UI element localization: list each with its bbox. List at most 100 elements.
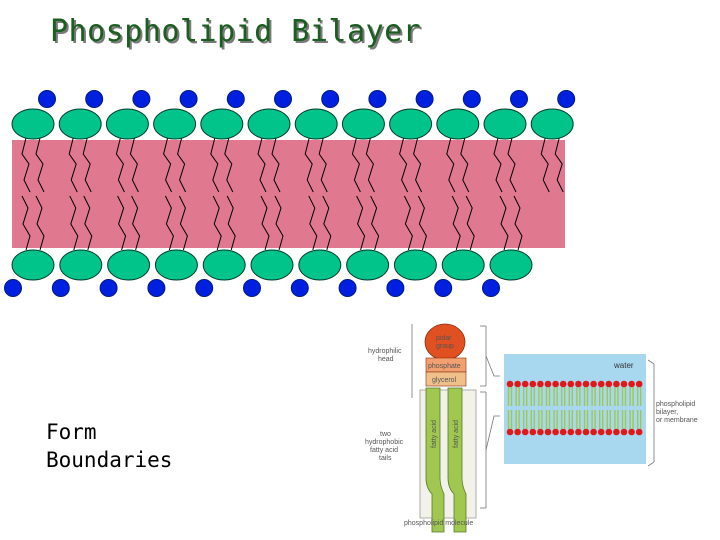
fatty-acid-tail xyxy=(399,137,409,193)
fatty-acid-tail xyxy=(413,137,423,193)
polar-head xyxy=(107,249,151,281)
mini-tail xyxy=(523,410,528,429)
polar-head xyxy=(341,108,385,140)
bilayer-label-1: phospholipid xyxy=(656,401,695,408)
mini-head xyxy=(506,380,514,388)
hydrophobic-label-1: two xyxy=(380,431,391,438)
mini-head xyxy=(567,428,575,436)
fatty-acid-tail xyxy=(318,137,328,193)
fatty-acid-tail xyxy=(304,137,314,193)
fatty-acid-tail xyxy=(271,137,281,193)
polar-head xyxy=(298,249,342,281)
mini-tail xyxy=(523,387,528,406)
mini-tail xyxy=(637,387,642,406)
mini-tail xyxy=(599,387,604,406)
mini-head xyxy=(635,428,643,436)
fatty-acid-tail xyxy=(451,195,461,251)
phosphate-dot xyxy=(99,279,118,297)
mini-head xyxy=(628,380,635,388)
fatty-acid-tail xyxy=(129,137,139,193)
mini-head xyxy=(514,428,521,436)
fatty-acid-tail xyxy=(260,195,270,251)
mini-tail xyxy=(591,387,596,406)
polar-head xyxy=(11,108,55,140)
bottom-phosphate-dots xyxy=(4,279,500,297)
mini-tail xyxy=(576,410,581,429)
mini-tail xyxy=(538,387,543,406)
mini-tail xyxy=(507,410,513,429)
fatty-acid-tails xyxy=(21,137,564,251)
phosphate-dot xyxy=(321,90,340,108)
fatty-acid-tail xyxy=(68,137,78,193)
fatty-acid-tail xyxy=(499,195,509,251)
mini-head xyxy=(559,428,567,436)
mini-tail xyxy=(515,387,520,406)
fatty-acid-tail xyxy=(308,195,318,251)
fatty-acid-tail xyxy=(351,137,361,193)
mini-head xyxy=(575,428,582,436)
phosphate-dot xyxy=(38,90,56,108)
top-phosphate-dots xyxy=(38,90,576,108)
mini-head xyxy=(605,428,613,436)
bilayer-diagram xyxy=(4,90,576,297)
fatty-acid-tail xyxy=(83,195,93,251)
polar-head xyxy=(346,249,390,281)
mini-head xyxy=(582,428,590,436)
phosphate-dot xyxy=(557,90,576,108)
mini-tail xyxy=(583,387,589,406)
mini-tail xyxy=(629,410,634,429)
top-polar-heads xyxy=(11,108,574,140)
phosphate-dot xyxy=(434,279,453,297)
phosphate-dot xyxy=(338,279,357,297)
fatty-acid-tail xyxy=(117,195,127,251)
polar-head xyxy=(436,108,480,140)
fatty-acid-tail xyxy=(417,195,427,251)
polar-head xyxy=(483,108,527,140)
fatty-acid-tail xyxy=(257,137,267,193)
fatty-acid-tail xyxy=(507,137,517,193)
phosphate-dot xyxy=(226,90,245,108)
fatty-acid-tail xyxy=(115,137,125,193)
fatty-acid-tail xyxy=(21,137,31,193)
polar-head xyxy=(59,249,103,281)
phosphate-dot xyxy=(51,279,70,297)
mini-tail xyxy=(606,410,611,429)
mini-head xyxy=(613,380,620,388)
fatty-acid-tail xyxy=(177,137,187,193)
polar-head xyxy=(294,108,338,140)
fatty-acid-tail xyxy=(131,195,141,251)
fatty-acid-tail xyxy=(465,195,475,251)
mini-head xyxy=(590,428,597,436)
mini-tail xyxy=(545,387,551,406)
mini-head xyxy=(620,380,628,388)
mini-head xyxy=(567,380,575,388)
mini-tail xyxy=(561,410,566,429)
mini-head xyxy=(597,380,605,388)
polar-head xyxy=(389,108,433,140)
mini-tail xyxy=(621,410,627,429)
fatty-acid-tail xyxy=(163,137,173,193)
phosphate-dot xyxy=(510,90,528,108)
fatty-acid-tail xyxy=(554,137,564,193)
mini-head xyxy=(635,380,643,388)
mini-head xyxy=(575,380,582,388)
phosphate-dot xyxy=(386,279,405,297)
hydrophilic-label-1: hydrophilic xyxy=(368,348,402,355)
hydrophobic-tail-band xyxy=(12,140,565,248)
polar-group-label-1: polar xyxy=(436,335,452,342)
polar-head xyxy=(154,249,198,281)
phosphate-dot xyxy=(147,279,166,297)
mini-head xyxy=(529,428,537,436)
mini-tail xyxy=(553,387,558,406)
polar-head xyxy=(200,108,244,140)
slide-title: Phospholipid Bilayer xyxy=(50,14,422,49)
phosphate-dot xyxy=(179,90,198,108)
membrane-illustration: water xyxy=(504,354,646,464)
fatty-acid-tail xyxy=(226,195,236,251)
fatty-acid-tail xyxy=(370,195,380,251)
fatty-acid-label-2: fatty acid xyxy=(453,420,460,448)
phosphate-dot xyxy=(243,279,261,297)
polar-head xyxy=(530,108,574,140)
bottom-polar-heads xyxy=(11,249,533,281)
phospholipid-illustration: polar group phosphate glycerol fatty aci… xyxy=(365,323,698,533)
